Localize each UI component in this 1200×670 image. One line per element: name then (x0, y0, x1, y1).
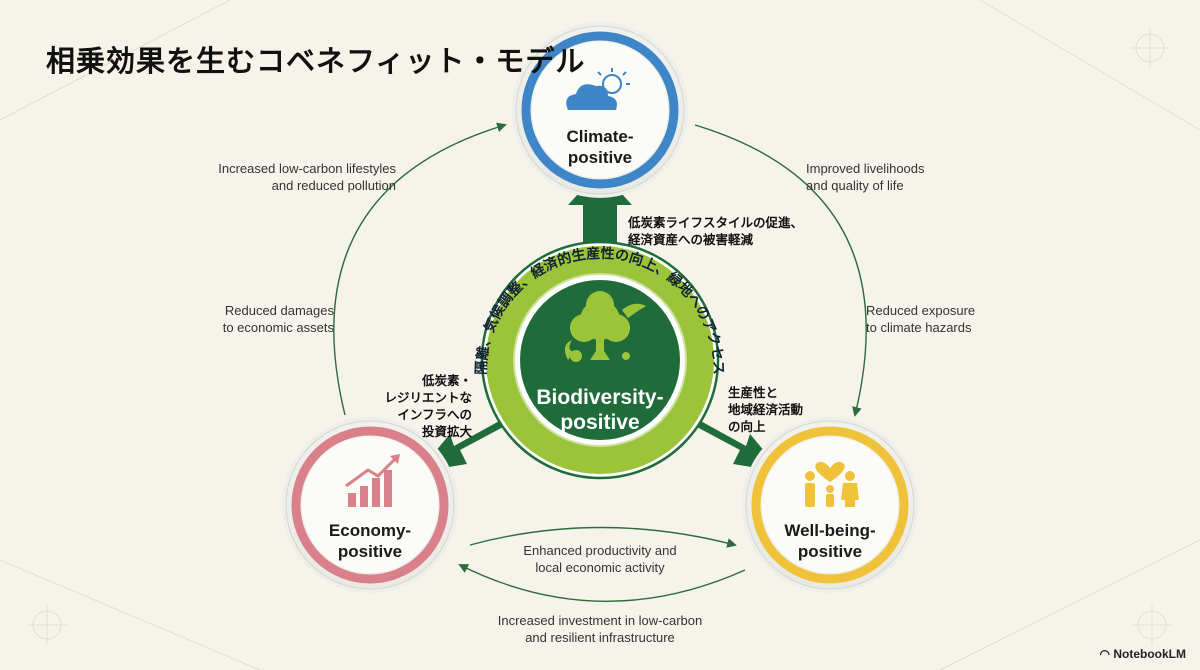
label-top-left: Increased low-carbon lifestyles and redu… (218, 161, 396, 193)
wellbeing-label: Well-being- positive (784, 521, 876, 561)
cloud-sun-icon (566, 68, 630, 110)
climate-label: Climate- positive (566, 127, 634, 167)
label-bottom-outer: Increased investment in low-carbon and r… (497, 613, 703, 645)
label-bottom-inner: Enhanced productivity and local economic… (523, 543, 677, 575)
brand-logo: ◠ NotebookLM (1100, 647, 1186, 661)
notebooklm-icon: ◠ (1099, 647, 1114, 661)
wellbeing-node (742, 417, 918, 593)
arrow-label-to-wellbeing: 生産性と 地域経済活動 の向上 (728, 385, 804, 434)
arrow-wellbeing-to-economy (458, 564, 746, 602)
page-title: 相乗効果を生むコベネフィット・モデル (46, 44, 586, 78)
arrow-label-to-economy: 低炭素・ レジリエントな インフラへの 投資拡大 (384, 373, 472, 439)
family-heart-icon (805, 461, 859, 507)
arrow-economy-to-wellbeing (469, 526, 737, 548)
label-mid-left: Reduced damages to economic assets (222, 303, 334, 335)
economy-label: Economy- positive (328, 521, 412, 561)
economy-node (282, 417, 458, 593)
arrow-economy-to-climate (333, 122, 507, 416)
brand-name: NotebookLM (1113, 647, 1186, 661)
cycle-arrows (333, 122, 867, 602)
biodiversity-label: Biodiversity- positive (536, 386, 664, 434)
growth-chart-icon (345, 454, 400, 507)
arrow-label-to-climate: 低炭素ライフスタイルの促進、 経済資産への被害軽減 (628, 215, 804, 247)
label-mid-right: Reduced exposure to climate hazards (866, 303, 976, 335)
tree-bird-squirrel-icon (564, 291, 646, 362)
label-top-right: Improved livelihoods and quality of life (806, 161, 925, 193)
arrow-climate-to-wellbeing (694, 124, 867, 417)
